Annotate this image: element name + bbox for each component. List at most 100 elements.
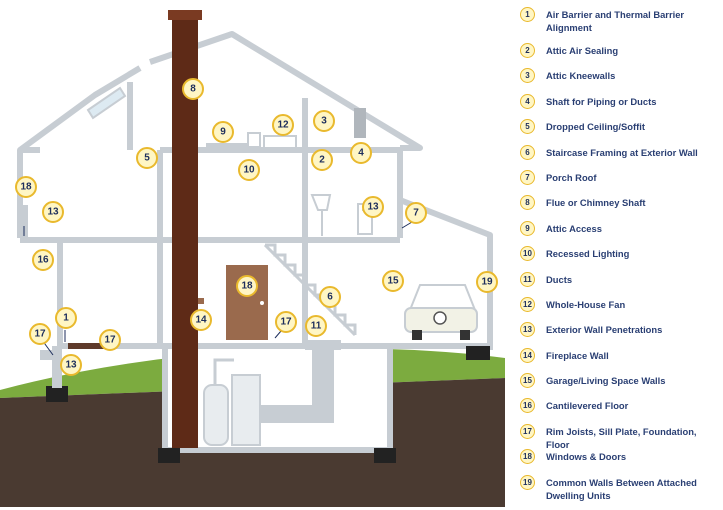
legend-number-badge: 17 (520, 423, 535, 439)
attic-access-hatch (206, 143, 256, 149)
callout-badge-11: 11 (305, 315, 327, 337)
legend-label: Attic Air Sealing (546, 45, 619, 56)
footing-right (374, 448, 396, 463)
legend-label: Dropped Ceiling/Soffit (546, 121, 645, 133)
vent-stack (354, 108, 366, 138)
callout-badge-13-a: 13 (42, 201, 64, 223)
legend-item: 3 Attic Kneewalls (515, 67, 720, 92)
legend-number-badge: 7 (520, 169, 535, 185)
callout-badge-7: 7 (405, 202, 427, 224)
svg-text:11: 11 (311, 321, 322, 332)
legend-label: Attic Access (546, 222, 602, 234)
callout-badge-14: 14 (190, 309, 212, 331)
ceiling-light (247, 132, 261, 148)
callout-badge-3: 3 (313, 110, 335, 132)
car (404, 284, 478, 340)
svg-text:7: 7 (413, 208, 419, 219)
callout-badge-10: 10 (238, 159, 260, 181)
callout-badge-17-a: 17 (29, 323, 51, 345)
callout-badge-16: 16 (32, 249, 54, 271)
water-heater (203, 384, 229, 446)
legend-label: Common Walls Between Attached Dwelling U… (546, 476, 697, 501)
legend-item: 4 Shaft for Piping or Ducts (515, 93, 720, 118)
legend-number-badge: 8 (520, 195, 535, 211)
legend-number-badge: 1 (520, 7, 535, 22)
legend-item: 14 Fireplace Wall (515, 347, 720, 372)
callout-badge-5: 5 (136, 147, 158, 169)
callout-badge-4: 4 (350, 142, 372, 164)
legend-number-badge: 19 (520, 474, 535, 490)
legend-item: 16 Cantilevered Floor (515, 397, 720, 422)
legend-number-badge: 18 (520, 449, 535, 465)
legend-item: 11 Ducts (515, 271, 720, 296)
callout-badge-1: 1 (55, 307, 77, 329)
chimney-cap (168, 10, 202, 20)
whole-house-fan (263, 135, 297, 149)
legend-number-badge: 11 (520, 271, 535, 287)
legend-item: 9 Attic Access (515, 220, 720, 245)
legend-number-badge: 16 (520, 398, 535, 414)
svg-text:17: 17 (104, 335, 116, 346)
house-frame (17, 31, 423, 349)
callout-badge-6: 6 (319, 286, 341, 308)
svg-text:8: 8 (190, 84, 196, 95)
svg-text:1: 1 (63, 313, 69, 324)
legend-label: Garage/Living Space Walls (546, 375, 666, 387)
legend-label: Attic Kneewalls (546, 70, 616, 82)
legend-item: 18 Windows & Doors (515, 448, 720, 473)
legend-item: 8 Flue or Chimney Shaft (515, 194, 720, 219)
legend-number-badge: 3 (520, 68, 535, 84)
callout-badge-12: 12 (272, 114, 294, 136)
svg-text:15: 15 (387, 276, 399, 287)
svg-text:10: 10 (243, 165, 255, 176)
svg-text:16: 16 (37, 255, 49, 266)
callout-badge-17-b: 17 (99, 329, 121, 351)
legend-item: 2 Attic Air Sealing (515, 42, 720, 67)
exterior-pipe (40, 350, 58, 360)
legend-label: Fireplace Wall (546, 349, 609, 361)
legend-number-badge: 9 (520, 220, 535, 236)
legend-number-badge: 4 (520, 93, 535, 109)
legend-label: Flue or Chimney Shaft (546, 197, 646, 209)
legend-label: Staircase Framing at Exterior Wall (546, 146, 698, 158)
callout-badge-13-b: 13 (362, 196, 384, 218)
svg-text:17: 17 (280, 317, 292, 328)
legend-number-badge: 13 (520, 322, 535, 338)
callout-badge-18-b: 18 (236, 275, 258, 297)
skylight (86, 86, 127, 120)
svg-text:13: 13 (367, 202, 379, 213)
legend-number-badge: 2 (520, 43, 535, 58)
svg-text:13: 13 (65, 360, 77, 371)
svg-text:3: 3 (321, 116, 327, 127)
duct (255, 340, 341, 423)
house-cross-section-diagram: 1 2 3 4 5 6 7 8 9 10 11 12 13 13 13 14 1… (0, 10, 505, 507)
legend-label: Shaft for Piping or Ducts (546, 95, 657, 107)
garage (390, 197, 493, 360)
callout-badge-15: 15 (382, 270, 404, 292)
svg-text:6: 6 (327, 292, 333, 303)
legend-label: Cantilevered Floor (546, 400, 629, 412)
legend-label: Windows & Doors (546, 451, 627, 463)
legend-number-badge: 5 (520, 119, 535, 135)
legend-number-badge: 14 (520, 347, 535, 363)
legend-label: Recessed Lighting (546, 248, 630, 260)
footing-cantilever (46, 386, 68, 402)
callout-badge-2: 2 (311, 149, 333, 171)
footing-left (158, 448, 180, 463)
callout-badge-8: 8 (182, 78, 204, 100)
svg-text:18: 18 (241, 281, 253, 292)
legend-label: Ducts (546, 273, 573, 285)
svg-text:18: 18 (20, 182, 32, 193)
basement (162, 343, 393, 453)
legend-label: Rim Joists, Sill Plate, Foundation, Floo… (546, 425, 697, 450)
callout-badge-17-c: 17 (275, 311, 297, 333)
callout-badge-19: 19 (476, 271, 498, 293)
callout-badge-18-a: 18 (15, 176, 37, 198)
